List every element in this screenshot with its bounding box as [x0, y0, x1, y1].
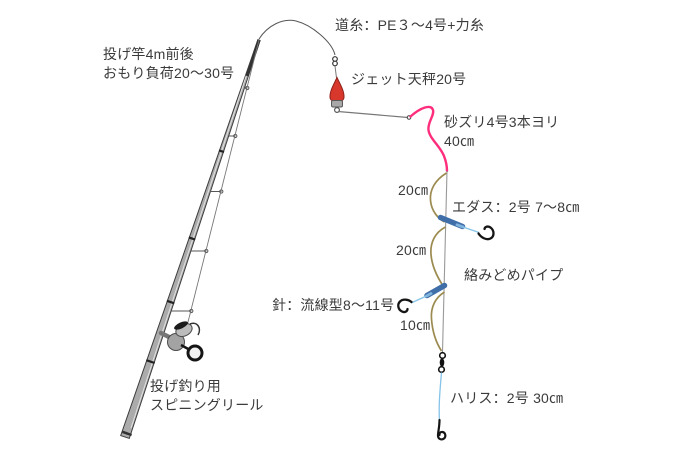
- reel-label-line2: スピニングリール: [150, 397, 264, 413]
- main-line-curve: [258, 19, 336, 56]
- fishing-rod: [120, 38, 261, 440]
- harisu-label: ハリス：2号 30㎝: [450, 390, 564, 406]
- sunazuri-label-line1: 砂ズリ4号3本ヨリ: [444, 114, 560, 130]
- segment-top-label: 20㎝: [398, 182, 429, 198]
- rod-joint-bands: [145, 149, 225, 365]
- pipe-2-sheen: [425, 292, 433, 298]
- spinning-reel: [158, 321, 204, 362]
- reel-label-line1: 投げ釣り用: [150, 378, 221, 394]
- loop-20cm-mid: [430, 226, 446, 287]
- rod-guides: [171, 85, 250, 314]
- rod-tip-section: [245, 39, 261, 77]
- tenbin-body: [329, 76, 345, 103]
- rod-running-line: [185, 39, 260, 331]
- reel-spool-cap: [174, 321, 188, 330]
- branch-upper: [437, 214, 495, 241]
- tenbin-eye: [334, 106, 341, 113]
- rod-highlight: [130, 51, 255, 429]
- sunazuri-label-line2: 40㎝: [444, 133, 475, 149]
- harisu-line: [438, 372, 443, 422]
- loop-20cm-top: [429, 172, 447, 223]
- jet-tenbin-label: ジェット天秤20号: [351, 71, 467, 87]
- trunk-loops: [429, 172, 447, 352]
- main-line-label: 道糸：PE３～4号+力糸: [335, 17, 485, 33]
- edasu-line-1: [462, 226, 480, 234]
- branch-lower: [397, 282, 448, 314]
- bottom-swivel: [437, 351, 447, 374]
- rod-butt-cap: [121, 430, 133, 437]
- pipe-1-sheen: [455, 223, 465, 229]
- segment-mid-label: 20㎝: [396, 242, 427, 258]
- tenbin-collar: [331, 100, 343, 108]
- edasu-line-2: [410, 295, 427, 304]
- trunk-line: [441, 170, 448, 353]
- anti-tangle-pipe-label: 絡みどめパイプ: [464, 267, 564, 283]
- segment-low-label: 10㎝: [400, 317, 431, 333]
- hook-1: [477, 225, 495, 241]
- rod-spec-label-line1: 投げ竿4m前後: [103, 46, 194, 62]
- top-swivel: [332, 56, 338, 67]
- tenbin-arm: [337, 110, 409, 119]
- swivel-to-tenbin-line: [334, 65, 337, 79]
- edasu-label: エダス：2号 7～8㎝: [452, 199, 580, 215]
- hook-spec-label: 針：流線型8～11号: [272, 297, 395, 313]
- bottom-hook: [436, 418, 447, 441]
- loop-10cm-low: [430, 291, 445, 352]
- reel-bail: [189, 322, 201, 336]
- reel-handle-knob: [186, 344, 204, 362]
- rod-spec-label-line2: おもり負荷20～30号: [103, 65, 235, 81]
- hook-2: [397, 298, 413, 314]
- sunazuri-line: [409, 105, 449, 173]
